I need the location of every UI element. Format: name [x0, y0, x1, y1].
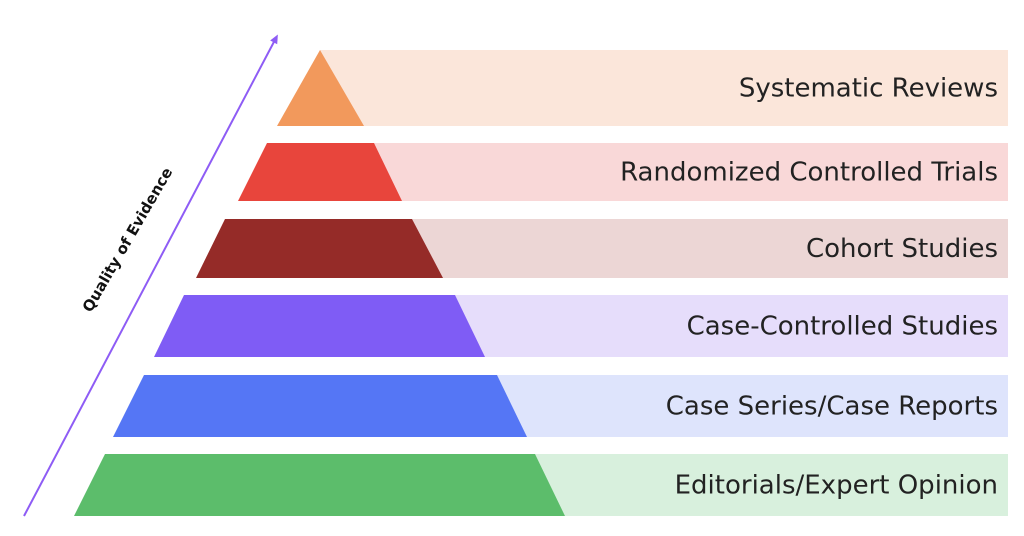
pyramid-tier-case-series-case-reports [113, 375, 527, 437]
pyramid-tier-randomized-controlled-trials [238, 143, 402, 201]
pyramid-tier-editorials-expert-opinion [74, 454, 565, 516]
tier-band-systematic-reviews [320, 50, 1008, 126]
tier-bands [105, 50, 1008, 516]
tier-label-systematic-reviews: Systematic Reviews [739, 74, 998, 104]
tier-label-case-controlled-studies: Case-Controlled Studies [687, 312, 998, 342]
pyramid-tier-systematic-reviews [277, 50, 364, 126]
tier-label-case-series-case-reports: Case Series/Case Reports [666, 392, 998, 422]
tier-label-cohort-studies: Cohort Studies [806, 234, 998, 264]
pyramid-tier-case-controlled-studies [154, 295, 485, 357]
tier-label-randomized-controlled-trials: Randomized Controlled Trials [620, 158, 998, 188]
pyramid-tier-cohort-studies [196, 219, 443, 278]
quality-axis-label: Quality of Evidence [79, 164, 177, 315]
quality-axis-arrow [23, 34, 278, 517]
pyramid-tiers [74, 50, 565, 516]
tier-label-editorials-expert-opinion: Editorials/Expert Opinion [675, 471, 998, 501]
